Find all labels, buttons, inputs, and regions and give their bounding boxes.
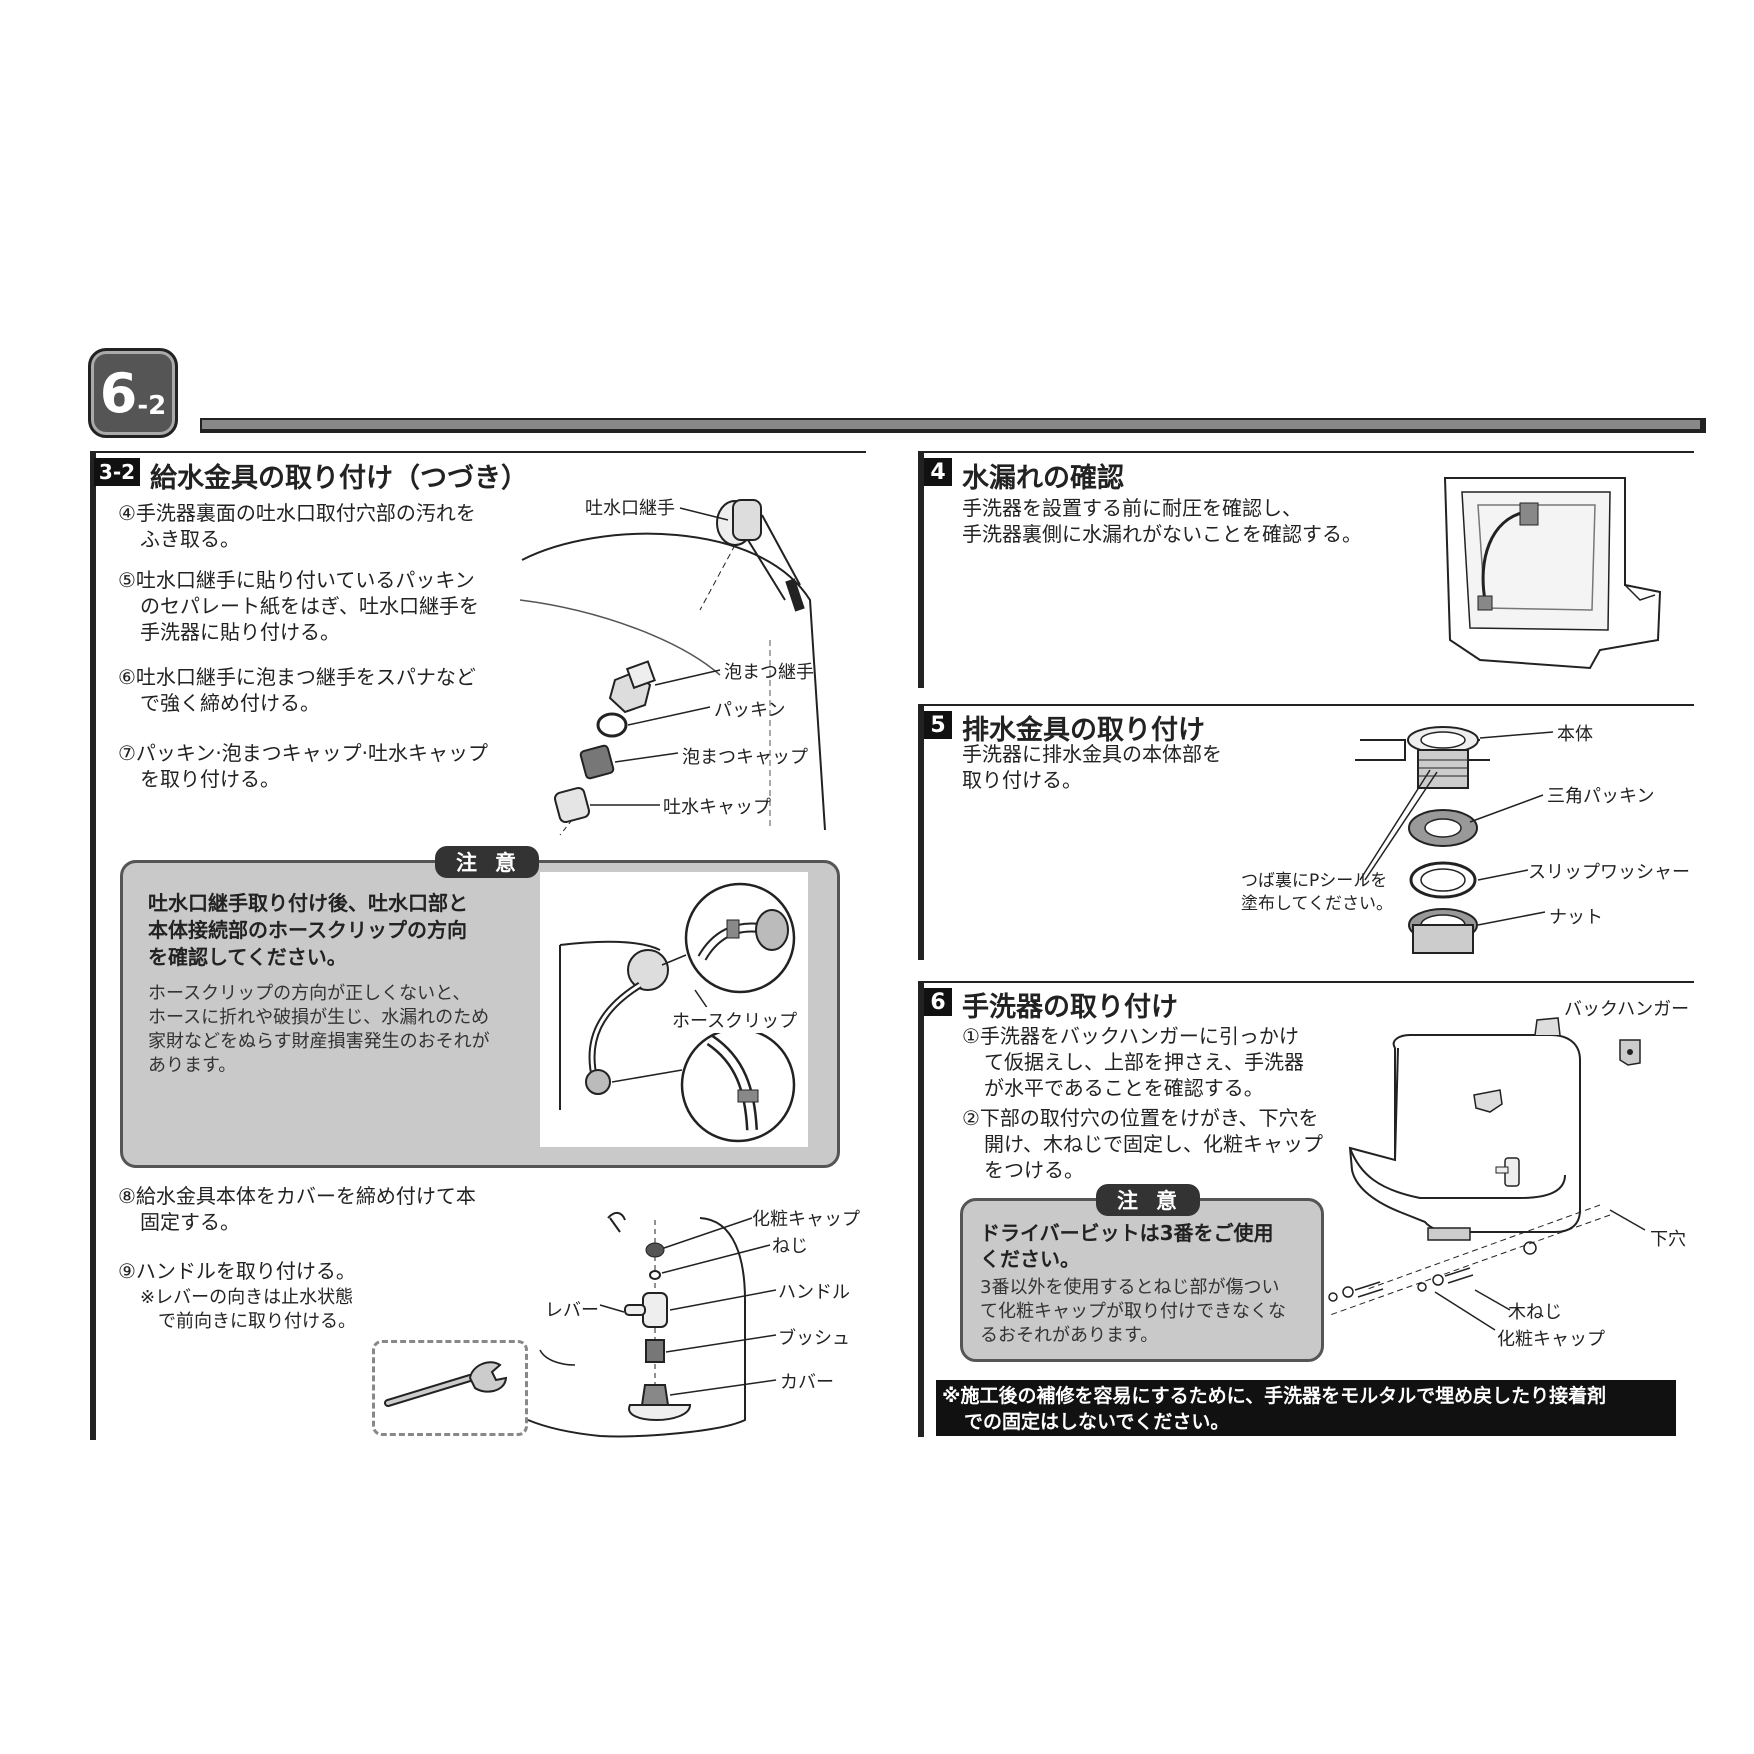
section-6-number: 6 [924,988,952,1016]
label-drain-body: 本体 [1557,724,1593,745]
section-4-bar [918,452,924,688]
label-tri-packing: 三角パッキン [1547,786,1655,807]
caution-1-bold: 吐水口継手取り付け後、吐水口部と本体接続部のホースクリップの方向を確認してくださ… [148,891,468,969]
section-6-step-1: ①手洗器をバックハンガーに引っかけて仮据えし、上部を押さえ、手洗器が水平であるこ… [962,1024,1304,1100]
caution-1-body: ホースクリップの方向が正しくないと、ホースに折れや破損が生じ、水漏れのため家財な… [148,983,490,1076]
section-5-title: 排水金具の取り付け [962,715,1205,746]
caution-box-driver-bit [960,1198,1324,1362]
header-rule [200,418,1706,433]
section-4-title: 水漏れの確認 [962,463,1124,494]
label-foam-joint: 泡まつ継手 [724,662,814,683]
caution-2-bold: ドライバービットは3番をご使用ください。 [980,1221,1274,1271]
section-badge: 6 -2 [88,348,178,438]
label-hose-clip: ホースクリップ [672,1007,798,1033]
step-7: ⑦パッキン·泡まつキャップ·吐水キャップを取り付ける。 [118,741,489,791]
caution-tag: 注意 [435,846,539,878]
step-4: ④手洗器裏面の吐水口取付穴部の汚れをふき取る。 [118,501,476,551]
label-lever: レバー [545,1300,599,1321]
section-4-number: 4 [924,458,952,486]
label-foam-cap: 泡まつキャップ [682,747,808,768]
section-5-body: 手洗器に排水金具の本体部を取り付ける。 [962,742,1222,792]
section-6-rule [918,981,1694,983]
section-3-2-title: 給水金具の取り付け（つづき） [150,463,528,494]
step-6: ⑥吐水口継手に泡まつ継手をスパナなどで強く締め付ける。 [118,665,476,715]
seal-note: つば裏にPシールを塗布してください。 [1241,871,1393,914]
section-3-2-rule [90,451,866,453]
section-3-2-number: 3-2 [94,458,140,486]
step-5: ⑤吐水口継手に貼り付いているパッキンのセパレート紙をはぎ、吐水口継手を手洗器に貼… [118,568,479,644]
section-6-bar [918,982,924,1437]
section-5-rule [918,704,1694,706]
caution-2-body: 3番以外を使用するとねじ部が傷ついて化粧キャップが取り付けできなくなるおそれがあ… [980,1277,1286,1346]
section-4-rule [918,451,1694,453]
section-6-step-2: ②下部の取付穴の位置をけがき、下穴を開け、木ねじで固定し、化粧キャップをつける。 [962,1106,1323,1182]
label-wood-screw: 木ねじ [1508,1302,1562,1323]
label-nut: ナット [1549,907,1603,928]
label-handle: ハンドル [778,1282,850,1303]
section-5-bar [918,705,924,960]
wrench-tool-box [372,1340,528,1436]
section-5-number: 5 [924,711,952,739]
footer-warning: ※施工後の補修を容易にするために、手洗器をモルタルで埋め戻したり接着剤での固定は… [936,1380,1676,1436]
section-4-body: 手洗器を設置する前に耐圧を確認し、手洗器裏側に水漏れがないことを確認する。 [962,496,1362,546]
label-cover: カバー [780,1372,834,1393]
label-pilot-hole: 下穴 [1650,1229,1686,1250]
label-bush: ブッシュ [778,1328,850,1349]
label-packing: パッキン [714,700,786,721]
left-column-bar [90,452,96,1440]
label-outlet-joint: 吐水口継手 [585,498,675,519]
section-6-title: 手洗器の取り付け [962,992,1178,1023]
caution-tag-2: 注意 [1096,1184,1200,1216]
label-deco-cap: 化粧キャップ [752,1209,860,1230]
label-screw: ねじ [772,1236,808,1257]
step-9: ⑨ハンドルを取り付ける。 [118,1259,356,1283]
label-back-hanger: バックハンガー [1564,999,1690,1020]
step-9-note: ※レバーの向きは止水状態で前向きに取り付ける。 [140,1287,356,1332]
label-deco-cap-6: 化粧キャップ [1497,1329,1605,1350]
badge-number: 6 [99,361,138,425]
step-8: ⑧給水金具本体をカバーを締め付けて本固定する。 [118,1184,476,1234]
badge-sub: -2 [137,391,167,421]
label-outlet-cap: 吐水キャップ [663,797,771,818]
label-slip-washer: スリップワッシャー [1528,862,1690,883]
